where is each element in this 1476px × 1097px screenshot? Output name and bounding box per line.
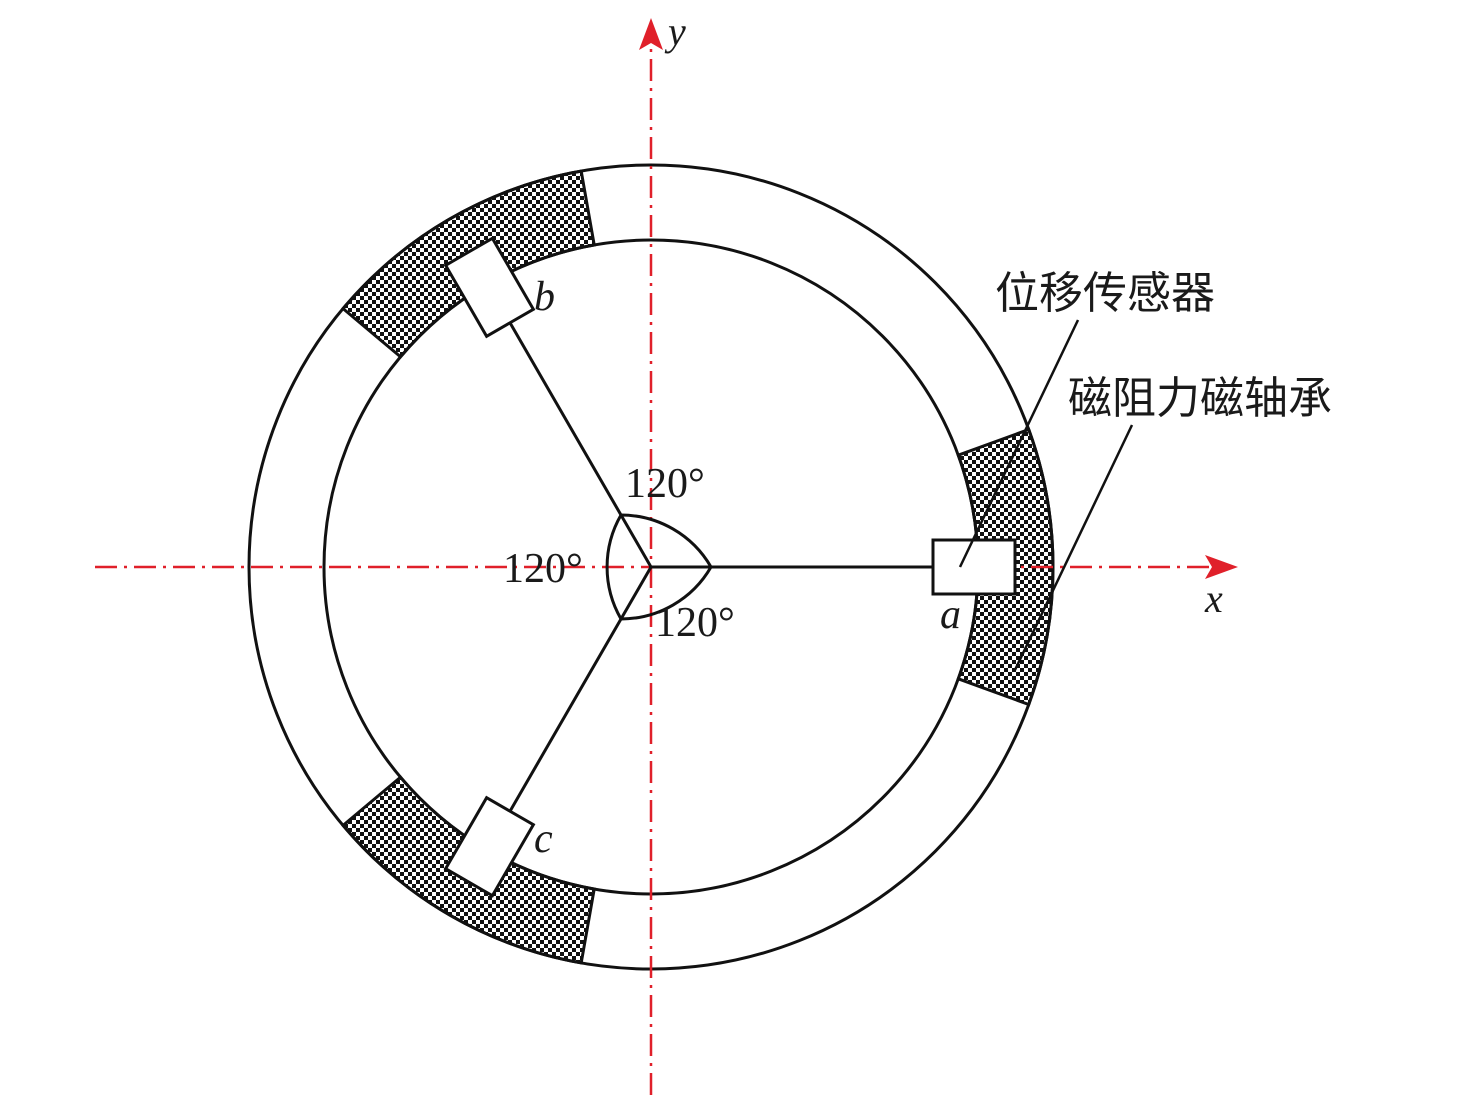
spoke-b xyxy=(508,322,653,568)
sensor-c xyxy=(443,795,536,898)
y-axis-arrow-icon xyxy=(639,18,663,50)
sensor-label-c: c xyxy=(534,816,553,862)
angle-label-bottom: 120° xyxy=(655,600,735,646)
sensor-callout-label: 位移传感器 xyxy=(995,268,1215,319)
sensor-spokes xyxy=(443,236,1017,898)
angle-label-left: 120° xyxy=(503,546,583,592)
sensor-a xyxy=(931,538,1017,596)
sensor-b xyxy=(443,236,536,339)
x-axis-label: x xyxy=(1204,576,1223,621)
angle-label-top: 120° xyxy=(625,461,705,507)
x-axis-arrow-icon xyxy=(1205,555,1238,579)
sensor-callout-leader xyxy=(958,319,1080,568)
sensor-label-b: b xyxy=(534,274,555,320)
bearing-callout-label: 磁阻力磁轴承 xyxy=(1068,373,1332,424)
y-axis-label: y xyxy=(664,9,686,54)
sensor-label-a: a xyxy=(940,592,961,638)
spoke-c xyxy=(508,566,653,812)
bearing-callout-leader xyxy=(1013,424,1134,671)
angle-arcs xyxy=(605,513,713,621)
